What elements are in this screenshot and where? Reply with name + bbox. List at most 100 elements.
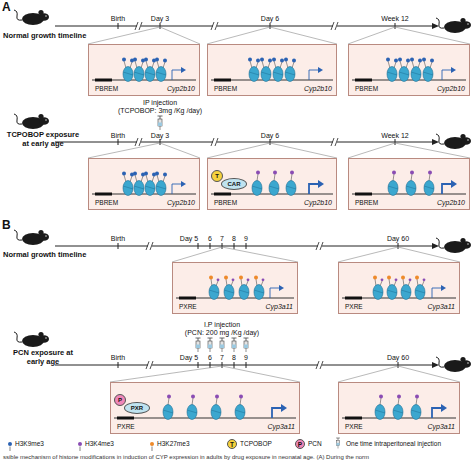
- dose-label: (TCPOBOP: 3mg /Kg /day): [118, 106, 202, 115]
- element-label: PXRE: [345, 423, 363, 431]
- timeline-line: [55, 365, 432, 366]
- ligand-circle: T: [211, 170, 223, 182]
- timepoint-label: 7: [220, 234, 224, 243]
- transcription-arrow: [442, 184, 451, 194]
- row-title: Normal growth timeline: [3, 250, 86, 259]
- timepoint-label: Day 3: [151, 131, 169, 140]
- nucleosome: [415, 276, 425, 300]
- receptor-oval: CAR: [221, 178, 247, 190]
- timepoint-label: Day 60: [387, 353, 409, 362]
- nucleosome: [248, 58, 260, 82]
- nucleosome: [411, 395, 421, 420]
- gene-label: Cyp2b10: [167, 199, 195, 207]
- response-element: [95, 79, 372, 420]
- element-label: PBREM: [95, 85, 118, 93]
- nucleosome: [163, 395, 173, 420]
- timeline-line: [395, 23, 396, 29]
- transcription-arrowhead: [318, 67, 323, 73]
- chromatin-panel: PBREMCyp2b10: [207, 44, 337, 96]
- timeline-break: [139, 22, 142, 30]
- zoom-leader: [88, 27, 160, 44]
- timepoint-label: 6: [208, 234, 212, 243]
- syringe-icon: [208, 338, 213, 352]
- ligand-circle: P: [114, 394, 126, 406]
- syringe-icon: [196, 338, 201, 352]
- zoom-leader: [207, 143, 270, 158]
- nucleosome: [133, 172, 145, 196]
- timeline-line: [118, 139, 119, 145]
- timeline-break: [211, 138, 214, 146]
- timeline-line: [198, 362, 199, 368]
- timeline-line: [398, 243, 399, 249]
- element-label: PBREM: [214, 199, 237, 207]
- mouse-icon: [436, 18, 471, 33]
- gene-label: Cyp2b10: [304, 199, 332, 207]
- gene-label: Cyp3a11: [427, 423, 455, 431]
- timeline-break: [137, 22, 337, 369]
- figure-caption: ssible mechanism of histone modification…: [3, 453, 369, 461]
- timeline-break: [135, 138, 138, 146]
- legend-stick: [152, 447, 153, 452]
- dna-strand: [211, 80, 333, 81]
- chromatin-panel: PBREMCyp2b10: [88, 44, 200, 96]
- nucleosome: [224, 276, 234, 300]
- panel-ground: [88, 158, 200, 210]
- legend-letter: P: [296, 440, 304, 450]
- nucleosome: [133, 58, 145, 82]
- timeline-break: [211, 22, 214, 30]
- timepoint-label: Day 5: [180, 353, 198, 362]
- element-label: PBREM: [214, 85, 237, 93]
- row-title: Normal growth timeline: [3, 31, 86, 40]
- chromatin-panel: PBREMCyp2b10: [88, 158, 200, 210]
- legend-ligand-swatch: P: [295, 439, 305, 449]
- gene-label: Cyp3a11: [265, 303, 293, 311]
- timepoint-label: Day 6: [261, 14, 279, 23]
- response-element: [95, 193, 112, 196]
- timeline-line: [222, 243, 223, 249]
- element-label: PXRE: [345, 303, 363, 311]
- timepoint-label: 9: [244, 234, 248, 243]
- legend-letter: T: [228, 440, 236, 450]
- nucleosome: [401, 276, 411, 300]
- dna-strand: [352, 80, 466, 81]
- timeline-break: [150, 361, 153, 369]
- dna-strand: [342, 298, 456, 299]
- transcription-arrowhead: [181, 67, 457, 412]
- timepoint-label: 8: [232, 234, 236, 243]
- timeline-line: [270, 139, 271, 145]
- legend-ligand-swatch: T: [227, 439, 237, 449]
- timepoint-label: 6: [208, 353, 212, 362]
- panel-ground: [348, 158, 470, 210]
- timeline-break: [135, 22, 338, 369]
- transcription-arrowhead: [318, 180, 324, 188]
- chromatin-panel: PXRECyp3a11PPXR: [110, 382, 300, 434]
- transcription-arrowhead: [451, 67, 456, 73]
- mouse-icon: [14, 114, 49, 129]
- dose-label: (PCN: 200 mg /Kg /day): [185, 328, 259, 337]
- transcription-arrow: [272, 408, 281, 418]
- timeline-line: [270, 23, 271, 29]
- nucleosome: [122, 58, 134, 82]
- timeline-line: [55, 246, 432, 247]
- transcription-arrow: [309, 184, 318, 194]
- legend-text: TCPOBOP: [240, 440, 272, 448]
- zoom-leader: [270, 143, 337, 158]
- timepoint-label: Day 3: [151, 14, 169, 23]
- transcription-arrowhead: [441, 404, 447, 412]
- timeline-break: [316, 242, 319, 250]
- response-element: [355, 79, 372, 82]
- transcription-arrowhead: [279, 285, 284, 291]
- legend-text: H3K27me3: [157, 440, 190, 448]
- timepoint-label: Week 12: [381, 14, 409, 23]
- timeline-break: [146, 242, 149, 250]
- transcription-arrow: [172, 184, 181, 194]
- zoom-leader: [172, 247, 222, 262]
- legend-mark-swatch: [150, 442, 154, 446]
- nucleosome: [211, 395, 221, 420]
- transcription-arrow: [172, 70, 181, 80]
- panel-ground: [338, 262, 460, 314]
- mouse-icon: [14, 332, 49, 347]
- nucleosome: [155, 58, 167, 82]
- timeline-line: [234, 362, 235, 368]
